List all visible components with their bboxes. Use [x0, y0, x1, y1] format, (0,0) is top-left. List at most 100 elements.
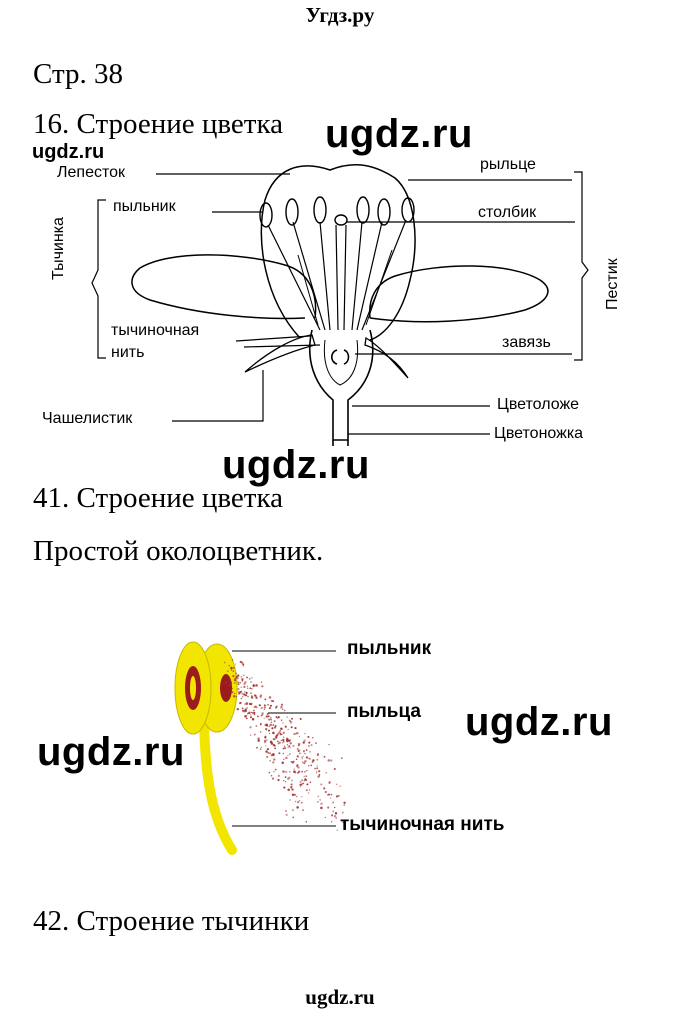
pollen-grain [320, 783, 323, 786]
pollen-grain [288, 719, 291, 722]
pollen-grain [249, 714, 252, 716]
pollen-grain [303, 739, 306, 742]
pollen-grain [244, 709, 247, 712]
pollen-grain [272, 724, 275, 726]
pollen-grain [243, 693, 246, 696]
pollen-grain [223, 661, 226, 664]
sepal-left [244, 334, 316, 373]
pollen-grain [291, 717, 294, 720]
pollen-grain [257, 737, 260, 740]
pollen-grain [250, 702, 253, 706]
page-reference: Стр. 38 [33, 58, 123, 90]
pollen-grain [265, 715, 269, 718]
pollen-grain [316, 765, 318, 767]
pollen-grain [343, 801, 346, 805]
pollen-grain [298, 799, 301, 802]
pollen-grain [302, 809, 304, 811]
pollen-grain [241, 707, 244, 710]
receptacle [308, 329, 374, 441]
pollen-grain [269, 752, 271, 754]
pollen-grain [305, 756, 309, 759]
pollen-grain [317, 795, 319, 798]
pollen-grain [320, 806, 323, 810]
pollen-grain [233, 679, 236, 681]
pollen-grain [279, 730, 281, 732]
pollen-grain [294, 800, 297, 803]
pollen-grain [282, 722, 284, 724]
watermark-small: ugdz.ru [32, 141, 105, 163]
pollen-grain [317, 801, 319, 803]
pollen-grain [268, 718, 271, 721]
pollen-grain [261, 712, 264, 715]
pollen-grain [260, 746, 263, 749]
pollen-grain [300, 801, 303, 804]
pollen-grain [242, 709, 245, 712]
pollen-grain [304, 752, 306, 755]
pollen-grain [324, 790, 327, 794]
pollen-grain [239, 690, 242, 693]
pollen-grain [280, 739, 283, 742]
pollen-grain [277, 742, 280, 745]
pollen-grain [273, 771, 275, 773]
pollen-grain [263, 742, 265, 744]
pollen-grain [285, 810, 287, 812]
watermark: ugdz.ru [325, 112, 473, 156]
pollen-grain [285, 756, 288, 760]
pollen-grain [289, 746, 291, 749]
pollen-grain [336, 829, 339, 831]
pollen-grain [305, 779, 308, 782]
pollen-grain [335, 783, 338, 786]
watermark: ugdz.ru [222, 443, 370, 487]
pollen-grain [312, 737, 314, 739]
pollen-grain [272, 761, 275, 764]
pollen-grain [287, 754, 289, 757]
pollen-grain [277, 716, 280, 719]
pollen-grain [249, 678, 251, 680]
pollen-grain [288, 776, 291, 779]
pollen-grain [318, 774, 321, 776]
pollen-grain [302, 750, 305, 753]
pollen-grain [303, 775, 305, 778]
petal-left [131, 254, 317, 320]
pollen-grain [268, 729, 270, 732]
pollen-grain [255, 684, 258, 687]
pollen-grain [307, 792, 310, 794]
pistil-bracket [574, 171, 589, 361]
pollen-grain [293, 732, 296, 736]
pollen-grain [306, 783, 309, 786]
pollen-grain [301, 770, 304, 773]
pollen-grain [283, 786, 286, 789]
pollen-grain [242, 696, 244, 698]
pollen-grain [250, 696, 254, 699]
pollen-grain [310, 764, 313, 767]
pollen-grain [228, 665, 230, 667]
pollen-grain [260, 714, 263, 717]
pollen-grain [319, 799, 321, 801]
pollen-grain [275, 736, 278, 739]
pollen-grain [269, 723, 273, 727]
pollen-grain [282, 708, 284, 710]
pollen-grain [273, 758, 276, 761]
pollen-grain [315, 770, 318, 772]
pollen-grain [246, 685, 249, 687]
pollen-grain [296, 755, 299, 758]
pollen-grain [301, 779, 304, 782]
pollen-grain [329, 797, 332, 799]
pollen-grain [301, 756, 303, 758]
pollen-grain [281, 761, 285, 765]
pollen-grain [263, 704, 266, 707]
pollen-grain [246, 706, 249, 709]
pollen-grain [249, 716, 253, 719]
pollen-grain [311, 760, 314, 763]
pollen-grain [296, 806, 299, 809]
pollen-grain [234, 663, 237, 665]
pollen-grain [242, 665, 244, 667]
pollen-grain [246, 676, 248, 679]
pollen-grain [303, 779, 306, 782]
pollen-grain [277, 740, 279, 743]
pollen-grain [309, 781, 312, 783]
pollen-grain [251, 712, 254, 714]
pollen-grain [323, 755, 326, 758]
pollen-grain [282, 738, 285, 742]
pollen-grain [224, 681, 228, 684]
